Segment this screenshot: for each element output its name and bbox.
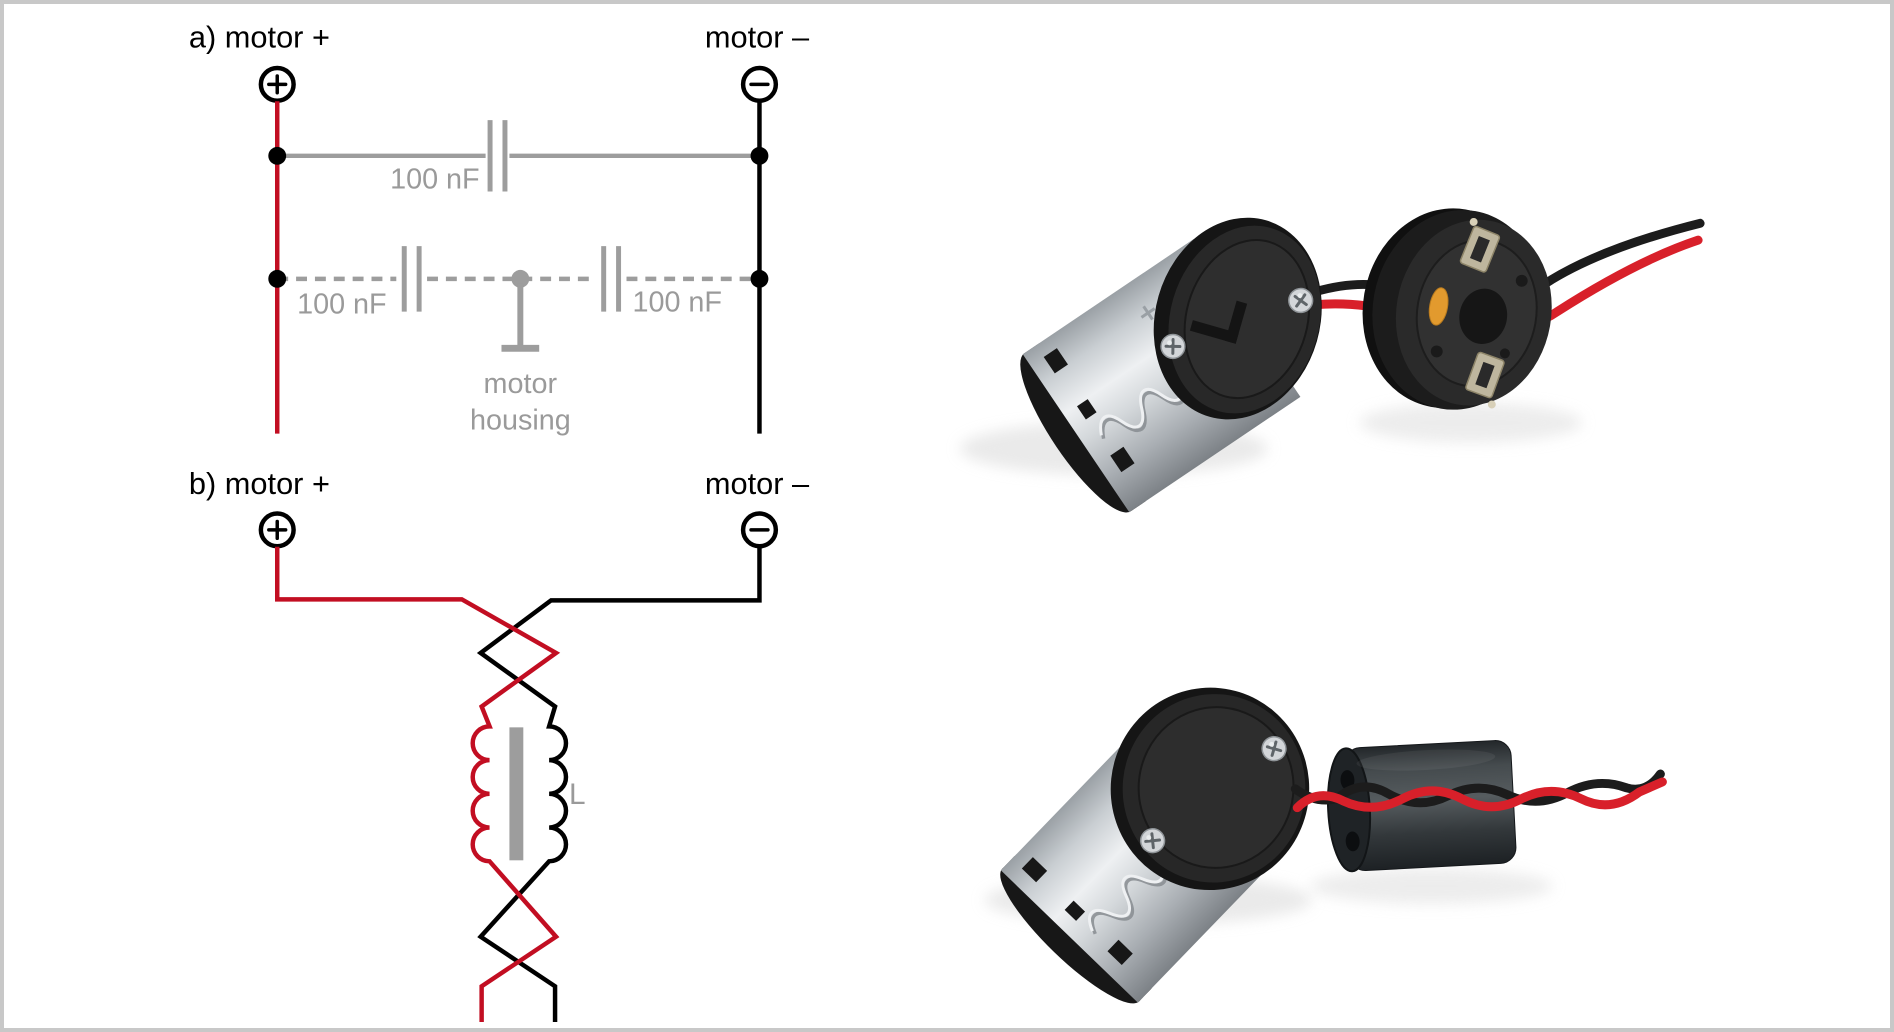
junction-dot	[750, 269, 769, 288]
terminal-plus-b	[258, 511, 296, 549]
label-a-motor-plus: a) motor +	[189, 20, 330, 55]
shadow	[1310, 868, 1553, 904]
cap-center-hub	[1459, 288, 1508, 344]
twisted-wire-red	[275, 546, 561, 1023]
junction-dot	[750, 146, 769, 165]
inductor-core	[509, 727, 524, 861]
brush-contact-bottom	[1465, 351, 1505, 399]
circuit-diagram-a: a) motor + motor – 100 nF	[189, 20, 810, 437]
shell-screw-mark	[1140, 305, 1156, 321]
label-cap-left: 100 nF	[297, 289, 387, 321]
label-a-motor-minus: motor –	[705, 20, 810, 55]
suppression-capacitor	[1428, 287, 1449, 326]
terminal-plus-a	[258, 65, 296, 103]
removed-end-cap	[1362, 208, 1552, 410]
twisted-wire-red-photo	[1292, 777, 1667, 813]
motor-front-cap-bottom	[1110, 687, 1310, 891]
brush-contact-top	[1459, 225, 1501, 273]
capacitor-branch-top: 100 nF	[277, 120, 760, 196]
photo-motor-capacitors	[959, 208, 1705, 513]
circuit-diagram-b: b) motor + motor – L	[189, 466, 810, 1023]
phillips-screw	[1159, 332, 1187, 361]
label-b-motor-plus: b) motor +	[189, 466, 330, 501]
motor-front-cap-top	[1153, 217, 1322, 420]
label-cap-right: 100 nF	[632, 287, 722, 319]
twisted-wire-black-photo	[1290, 769, 1665, 808]
junction-dot	[268, 146, 287, 165]
ferrite-hole	[1345, 831, 1360, 852]
junction-dot	[268, 269, 287, 288]
shadow	[1359, 402, 1583, 443]
twisted-wire-black	[476, 546, 762, 1023]
motor-housing-terminal	[501, 269, 540, 352]
figure-canvas: a) motor + motor – 100 nF	[189, 20, 1705, 1023]
label-inductor: L	[569, 778, 586, 811]
label-motor-housing-2: housing	[470, 405, 571, 437]
label-cap-top: 100 nF	[390, 164, 480, 196]
capacitor-branch-housing: 100 nF 100 nF motor housing	[277, 246, 760, 437]
photo-motor-choke	[984, 687, 1667, 1004]
label-motor-housing-1: motor	[484, 368, 558, 400]
label-b-motor-minus: motor –	[705, 466, 810, 501]
terminal-minus-a	[740, 65, 779, 103]
terminal-minus-b	[740, 511, 779, 549]
